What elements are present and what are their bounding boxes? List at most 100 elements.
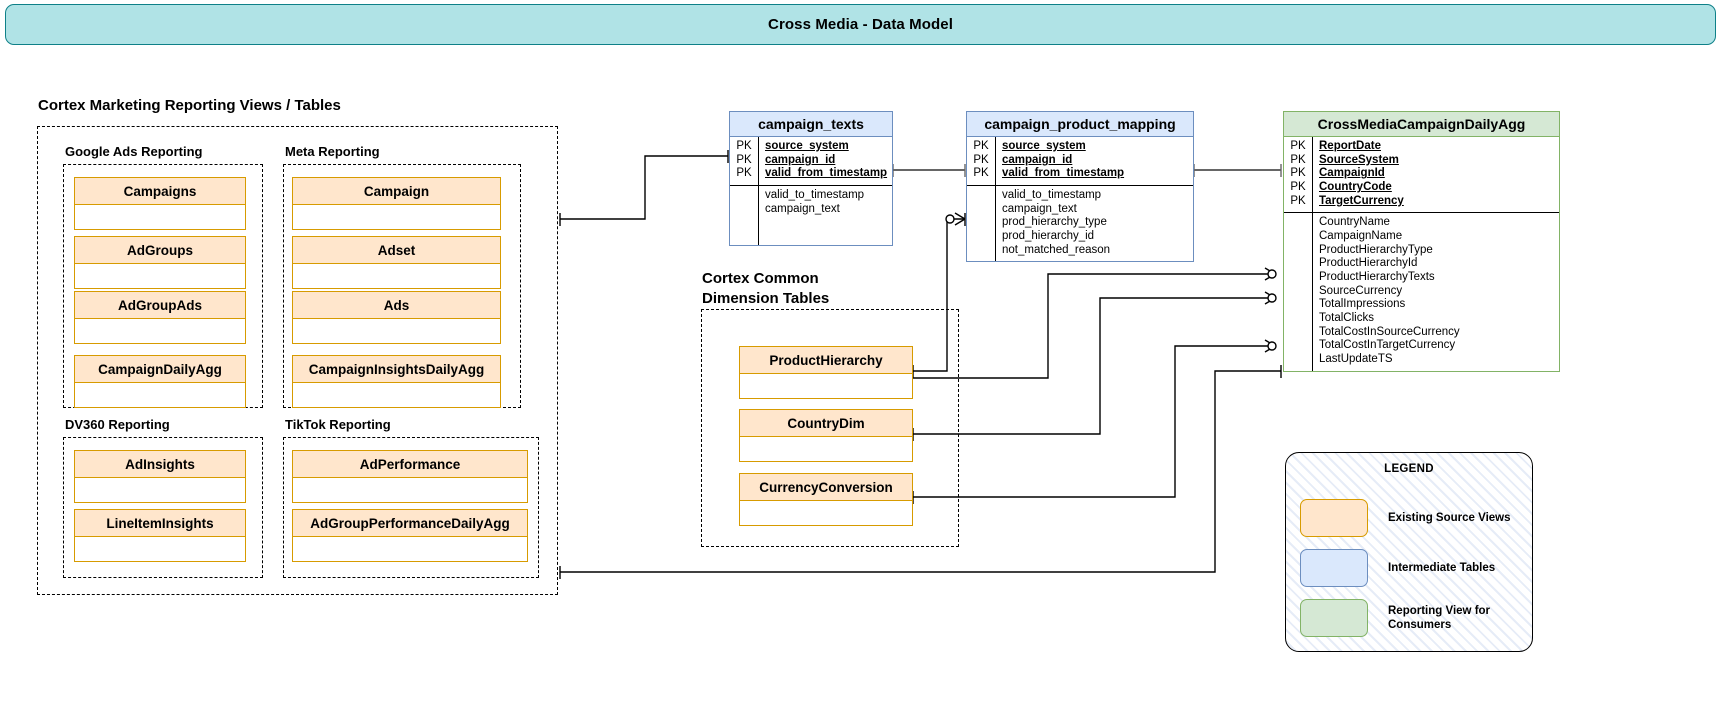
erd-key-fields: source_system campaign_id valid_from_tim… [996,137,1193,185]
entity-title: Campaign [293,178,500,205]
entity-body [75,319,245,346]
legend-swatch-source [1300,499,1368,537]
erd-key-field: CountryCode [1319,181,1392,194]
group-box-dv360 [63,437,263,578]
erd-key-markers: PK PK PK [967,137,996,186]
erd-key-section: PK PK PK source_system campaign_id valid… [730,137,892,186]
erd-key-field: valid_from_timestamp [1002,167,1125,180]
entity-body [75,383,245,410]
legend-item-intermediate-tables: Intermediate Tables [1300,549,1495,587]
legend-panel: LEGEND Existing Source Views Intermediat… [1285,452,1533,652]
pk-marker: PK [1290,153,1306,166]
erd-field: not_matched_reason [1002,243,1111,256]
erd-key-markers: PK PK PK [730,137,759,186]
erd-fields: valid_to_timestamp campaign_text prod_hi… [996,186,1193,261]
entity-campaigninsightsdailyagg[interactable]: CampaignInsightsDailyAgg [292,355,501,408]
entity-countrydim[interactable]: CountryDim [739,409,913,462]
entity-adgroupads[interactable]: AdGroupAds [74,291,246,344]
pk-marker: PK [973,140,989,152]
erd-field: prod_hierarchy_id [1002,230,1095,243]
entity-body [740,437,912,464]
erd-field: ProductHierarchyTexts [1319,271,1435,284]
entity-title: Campaigns [75,178,245,205]
entity-body [293,264,500,291]
erd-fields: CountryName CampaignName ProductHierarch… [1313,213,1559,370]
erd-field: prod_hierarchy_type [1002,216,1107,229]
erd-key-field: valid_from_timestamp [765,167,888,180]
entity-body [740,374,912,401]
pk-marker: PK [1290,194,1306,207]
entity-title: Ads [293,292,500,319]
erd-field: valid_to_timestamp [765,189,865,202]
erd-field: TotalImpressions [1319,298,1406,311]
reporting-views-heading: Cortex Marketing Reporting Views / Table… [38,97,341,114]
entity-adset[interactable]: Adset [292,236,501,289]
pk-marker: PK [736,140,752,152]
entity-campaigns[interactable]: Campaigns [74,177,246,230]
entity-title: AdGroupAds [75,292,245,319]
entity-title: CampaignInsightsDailyAgg [293,356,500,383]
common-dimensions-heading: Cortex Common Dimension Tables [702,270,830,307]
erd-field: TotalCostInSourceCurrency [1319,325,1460,338]
erd-key-markers: PK PK PK PK PK [1284,137,1313,213]
entity-adperformance[interactable]: AdPerformance [292,450,528,503]
erd-key-field: TargetCurrency [1319,194,1404,207]
entity-adgroupperformancedailyagg[interactable]: AdGroupPerformanceDailyAgg [292,509,528,562]
group-label-meta: Meta Reporting [285,144,380,159]
erd-field: LastUpdateTS [1319,353,1393,366]
entity-body [293,383,500,410]
entity-meta-campaign[interactable]: Campaign [292,177,501,230]
entity-body [75,264,245,291]
legend-label: Existing Source Views [1388,511,1511,524]
entity-title: LineItemInsights [75,510,245,537]
entity-ads[interactable]: Ads [292,291,501,344]
legend-swatch-intermediate [1300,549,1368,587]
erd-field: TotalCostInTargetCurrency [1319,339,1456,352]
legend-title: LEGEND [1384,463,1434,475]
group-box-tiktok [283,437,539,578]
entity-title: ProductHierarchy [740,347,912,374]
entity-title: AdGroups [75,237,245,264]
entity-producthierarchy[interactable]: ProductHierarchy [739,346,913,399]
erd-key-fields: ReportDate SourceSystem CampaignId Count… [1313,137,1559,212]
legend-label: Reporting View for Consumers [1388,604,1491,631]
erd-field-section: valid_to_timestamp campaign_text prod_hi… [967,185,1193,262]
erd-blank-marker-col [730,186,759,246]
erd-table-crossmediacampaigndailyagg[interactable]: CrossMediaCampaignDailyAgg PK PK PK PK P… [1283,111,1560,372]
erd-field: ProductHierarchyId [1319,257,1418,270]
erd-field: CampaignName [1319,230,1403,243]
entity-title: CurrencyConversion [740,474,912,501]
entity-body [740,501,912,528]
entity-body [75,205,245,232]
erd-key-field: CampaignId [1319,167,1385,180]
entity-campaigndailyagg[interactable]: CampaignDailyAgg [74,355,246,408]
erd-fields: valid_to_timestamp campaign_text [759,186,892,245]
entity-lineiteminsights[interactable]: LineItemInsights [74,509,246,562]
erd-key-field: source_system [765,140,849,152]
erd-field: campaign_text [765,202,840,215]
entity-adgroups[interactable]: AdGroups [74,236,246,289]
entity-adinsights[interactable]: AdInsights [74,450,246,503]
pk-marker: PK [973,153,989,166]
page-title-banner: Cross Media - Data Model [5,4,1716,45]
erd-field: TotalClicks [1319,312,1374,325]
legend-item-reporting-view: Reporting View for Consumers [1300,599,1490,637]
common-dimensions-container [701,309,959,547]
pk-marker: PK [736,153,752,166]
legend-label: Intermediate Tables [1388,561,1496,574]
erd-table-campaign-texts[interactable]: campaign_texts PK PK PK source_system ca… [729,111,893,247]
erd-table-campaign-product-mapping[interactable]: campaign_product_mapping PK PK PK source… [966,111,1194,263]
legend-item-existing-source-views: Existing Source Views [1300,499,1511,537]
erd-field: SourceCurrency [1319,284,1403,297]
erd-key-section: PK PK PK PK PK ReportDate SourceSystem C… [1284,137,1559,213]
entity-title: AdPerformance [293,451,527,478]
erd-field-section: valid_to_timestamp campaign_text [730,185,892,246]
entity-title: CountryDim [740,410,912,437]
entity-title: AdInsights [75,451,245,478]
entity-currencyconversion[interactable]: CurrencyConversion [739,473,913,526]
erd-field: CountryName [1319,216,1390,229]
entity-title: Adset [293,237,500,264]
pk-marker: PK [1290,167,1306,180]
group-label-dv360: DV360 Reporting [65,417,170,432]
entity-body [293,205,500,232]
